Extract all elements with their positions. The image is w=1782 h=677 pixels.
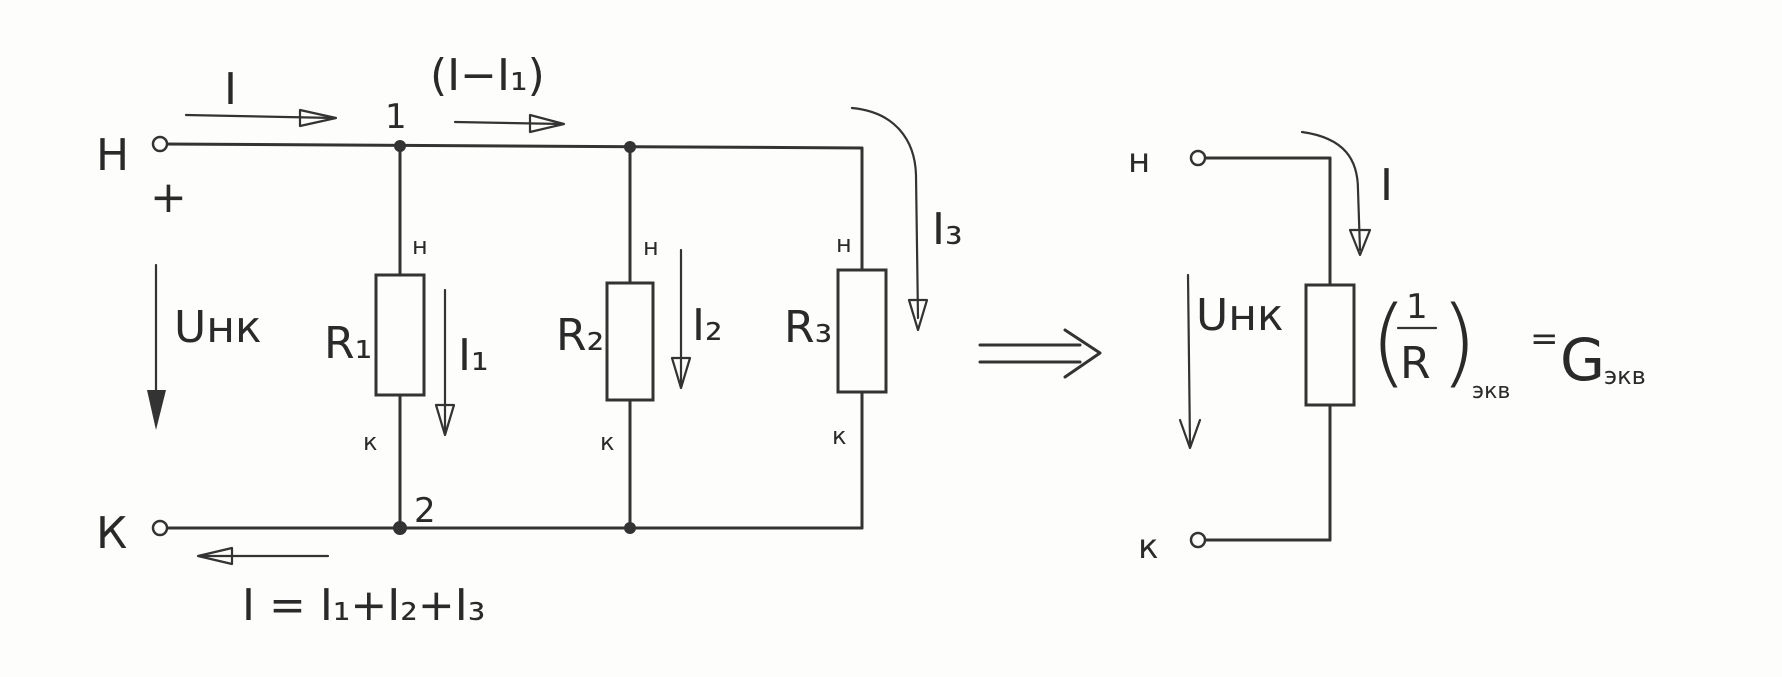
right-current-arrow: [1300, 130, 1372, 257]
terminal-n-right: [1189, 149, 1207, 167]
resistor-r3-label: R₃: [784, 302, 832, 353]
voltage-arrow-right: [1178, 273, 1202, 450]
node-1-dot: [394, 140, 406, 152]
junction-dot: [624, 522, 636, 534]
terminal-n-left: [151, 135, 169, 153]
resistor-r2: [605, 281, 655, 402]
right-current-label: I: [1380, 160, 1393, 211]
paren-open: (: [1370, 286, 1407, 398]
resistor-r3: [836, 268, 888, 394]
fraction-numerator: 1: [1406, 287, 1428, 327]
resistor-r2-label: R₂: [556, 310, 604, 361]
current-i2-arrow: [670, 248, 692, 390]
fraction-denominator: R: [1400, 338, 1431, 389]
conductance-subscript: экв: [1604, 362, 1646, 390]
junction-dot: [624, 141, 636, 153]
conductance-symbol: G: [1560, 326, 1605, 394]
current-12-label: (I−I₁): [430, 50, 545, 101]
branch1-top-label: н: [412, 232, 428, 260]
right-terminal-top-label: н: [1128, 141, 1150, 181]
equivalent-resistor: [1304, 283, 1356, 407]
transform-arrow: [978, 328, 1102, 379]
node-1-label: 1: [385, 97, 407, 137]
paren-close: ): [1440, 286, 1477, 398]
branch2-top-label: н: [643, 233, 659, 261]
branch3-bottom-label: к: [832, 422, 847, 450]
node-2-dot: [393, 521, 407, 535]
equals-sign: =: [1530, 319, 1559, 359]
current-12-arrow: [453, 113, 566, 134]
voltage-label-left: Uнк: [174, 302, 262, 353]
right-circuit: н к I Uнк ( 1 R ) экв = G экв: [1128, 130, 1646, 567]
current-in-label: I: [224, 64, 237, 115]
current-i3-label: I₃: [932, 204, 963, 255]
current-equation: I = I₁+I₂+I₃: [242, 580, 485, 631]
resistor-r1-label: R₁: [324, 318, 372, 369]
top-rail: [160, 142, 864, 150]
current-i3-arrow: [850, 106, 929, 332]
terminal-bottom-label: К: [96, 508, 127, 559]
current-out-arrow: [196, 546, 330, 566]
terminal-top-label: Н: [96, 130, 129, 181]
node-2-label: 2: [414, 491, 436, 531]
current-i1-arrow: [434, 288, 456, 437]
equiv-subscript: экв: [1472, 379, 1510, 404]
branch1-bottom-label: к: [363, 428, 378, 456]
terminal-k-right: [1189, 531, 1207, 549]
terminal-k-left: [151, 519, 169, 537]
branch3-top-label: н: [836, 230, 852, 258]
plus-sign: +: [150, 172, 187, 223]
current-i1-label: I₁: [458, 330, 489, 381]
current-in-arrow: [184, 108, 338, 128]
current-i2-label: I₂: [692, 300, 723, 351]
branch2-bottom-label: к: [600, 428, 615, 456]
left-circuit: Н К + Uнк I (I−I₁) 1 2 I = I₁+I₂+I₃ н к …: [96, 50, 963, 631]
voltage-arrow-left: [147, 263, 166, 430]
voltage-label-right: Uнк: [1196, 290, 1284, 341]
resistor-r1: [374, 273, 426, 397]
equivalent-formula: ( 1 R ) экв = G экв: [1370, 286, 1646, 404]
right-terminal-bottom-label: к: [1138, 527, 1159, 567]
